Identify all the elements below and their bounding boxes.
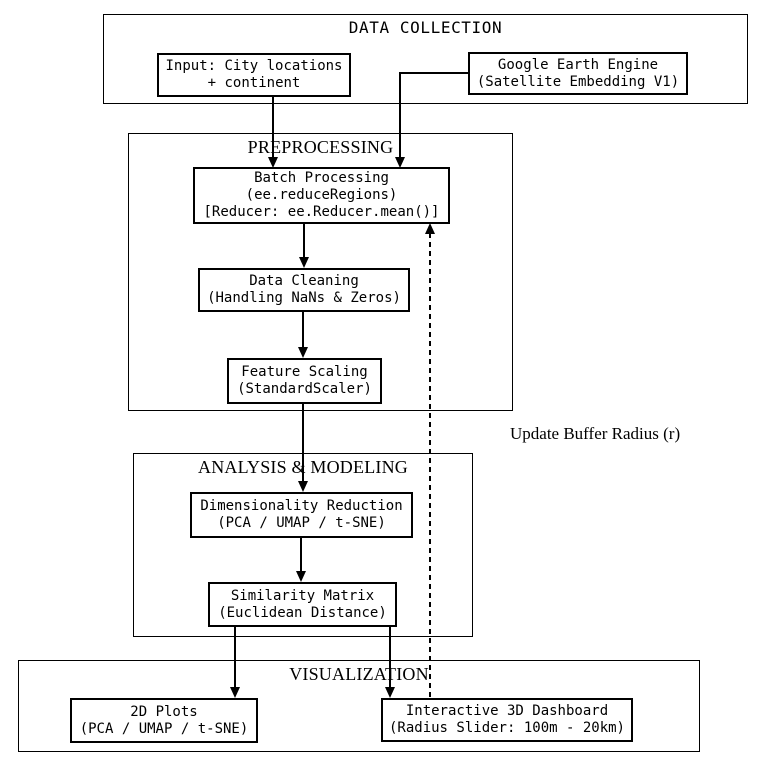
arrowhead-scaling-to-dimred bbox=[298, 481, 308, 492]
node-text-line: 2D Plots bbox=[130, 703, 198, 720]
node-text-line: Data Cleaning bbox=[249, 273, 359, 289]
arrowhead-dimred-to-simmatrix bbox=[296, 571, 306, 582]
arrowhead-cleaning-to-scaling bbox=[298, 347, 308, 358]
node-batch-processing: Batch Processing (ee.reduceRegions) [Red… bbox=[193, 167, 450, 224]
node-text-line: (Satellite Embedding V1) bbox=[476, 73, 680, 90]
arrowhead-gee-to-batch bbox=[395, 157, 405, 168]
edge-batch-to-cleaning bbox=[303, 223, 305, 259]
edge-gee-horizontal bbox=[399, 72, 468, 74]
cluster-visualization: VISUALIZATION bbox=[18, 660, 700, 752]
arrowhead-feedback bbox=[425, 223, 435, 234]
node-text-line: Batch Processing bbox=[254, 170, 389, 186]
node-text-line: Feature Scaling bbox=[241, 364, 368, 380]
edge-cleaning-to-scaling bbox=[302, 312, 304, 349]
edge-simmatrix-to-plots2d bbox=[234, 627, 236, 688]
node-text-line: (StandardScaler) bbox=[237, 381, 372, 397]
node-text-line: Similarity Matrix bbox=[230, 587, 375, 604]
node-similarity-matrix: Similarity Matrix (Euclidean Distance) bbox=[208, 582, 397, 627]
cluster-data-collection: DATA COLLECTION bbox=[103, 14, 748, 104]
node-google-earth-engine: Google Earth Engine (Satellite Embedding… bbox=[468, 52, 688, 95]
node-input-city-locations: Input: City locations + continent bbox=[157, 53, 351, 97]
node-text-line: (ee.reduceRegions) bbox=[245, 187, 398, 203]
node-interactive-3d-dashboard: Interactive 3D Dashboard (Radius Slider:… bbox=[381, 698, 633, 742]
edge-gee-to-batch bbox=[399, 72, 401, 158]
edge-feedback-dashed bbox=[429, 233, 431, 698]
node-text-line: (Radius Slider: 100m - 20km) bbox=[388, 720, 625, 736]
cluster-preprocessing: PREPROCESSING bbox=[128, 133, 513, 411]
node-2d-plots: 2D Plots (PCA / UMAP / t-SNE) bbox=[70, 698, 258, 743]
node-text-line: + continent bbox=[207, 75, 301, 91]
node-feature-scaling: Feature Scaling (StandardScaler) bbox=[227, 358, 382, 404]
node-text-line: (PCA / UMAP / t-SNE) bbox=[217, 515, 386, 531]
node-text-line: Dimensionality Reduction bbox=[200, 498, 403, 514]
node-text-line: Google Earth Engine bbox=[497, 56, 659, 73]
node-data-cleaning: Data Cleaning (Handling NaNs & Zeros) bbox=[198, 268, 410, 312]
cluster-title-preprocessing: PREPROCESSING bbox=[247, 137, 394, 157]
node-text-line: Interactive 3D Dashboard bbox=[405, 703, 609, 719]
edge-simmatrix-to-dashboard bbox=[389, 627, 391, 688]
node-text-line: Input: City locations bbox=[165, 58, 343, 74]
node-dimensionality-reduction: Dimensionality Reduction (PCA / UMAP / t… bbox=[190, 492, 413, 538]
arrowhead-input-to-batch bbox=[268, 157, 278, 168]
arrowhead-simmatrix-to-dashboard bbox=[385, 687, 395, 698]
node-text-line: (Handling NaNs & Zeros) bbox=[207, 290, 401, 306]
edge-input-to-batch bbox=[272, 97, 274, 158]
node-text-line: (Euclidean Distance) bbox=[218, 604, 387, 621]
edge-dimred-to-simmatrix bbox=[300, 538, 302, 573]
arrowhead-simmatrix-to-plots2d bbox=[230, 687, 240, 698]
feedback-edge-label: Update Buffer Radius (r) bbox=[510, 424, 681, 443]
node-text-line: (PCA / UMAP / t-SNE) bbox=[79, 720, 249, 737]
cluster-title-data-collection: DATA COLLECTION bbox=[348, 18, 503, 37]
cluster-title-visualization: VISUALIZATION bbox=[289, 664, 429, 684]
node-text-line: [Reducer: ee.Reducer.mean()] bbox=[203, 204, 440, 220]
arrowhead-batch-to-cleaning bbox=[299, 257, 309, 268]
edge-scaling-to-dimred bbox=[302, 404, 304, 483]
